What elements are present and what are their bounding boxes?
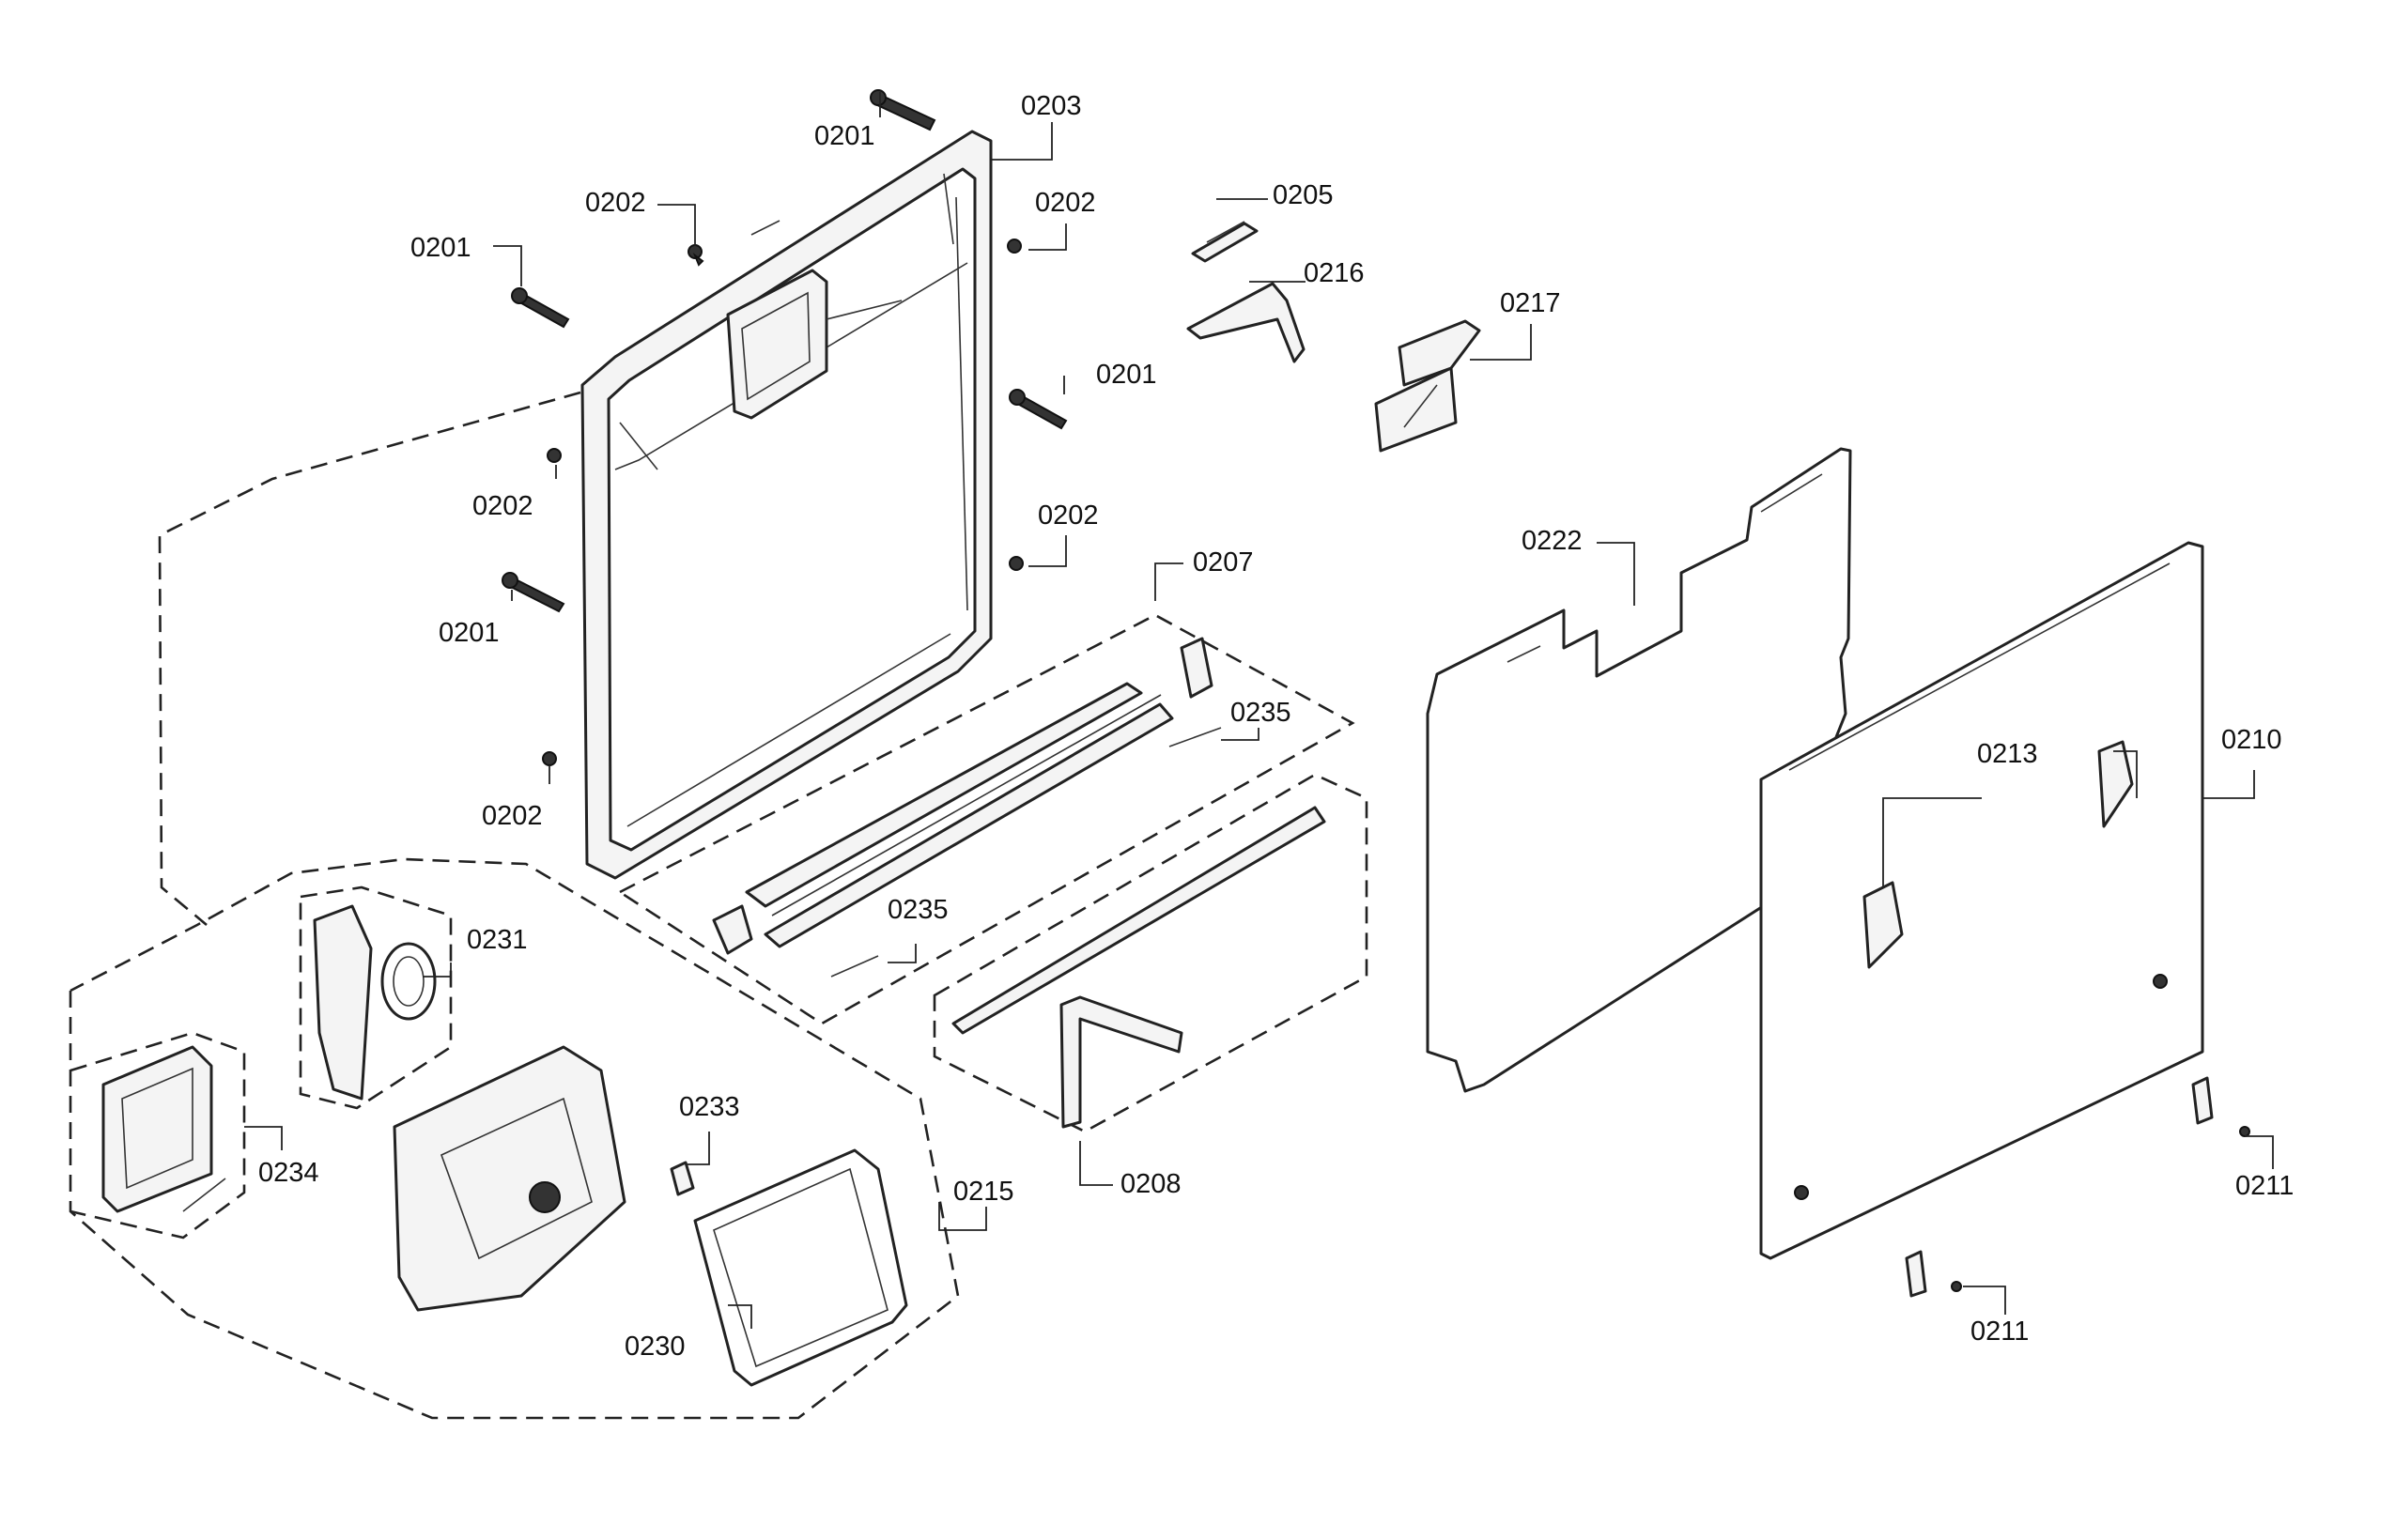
callout-0202-right: 0202 (1035, 188, 1096, 218)
callout-0205: 0205 (1273, 180, 1334, 210)
callout-0208: 0208 (1120, 1169, 1182, 1199)
callout-0211-bottom: 0211 (1970, 1317, 2029, 1347)
outline-0231-group (299, 886, 453, 1110)
callout-0210: 0210 (2221, 725, 2282, 755)
callout-0235-bottom: 0235 (888, 895, 949, 925)
screw-0202-mid[interactable] (1009, 556, 1024, 571)
callout-0211-right: 0211 (2235, 1171, 2294, 1201)
callout-0234: 0234 (258, 1158, 319, 1188)
callout-0217: 0217 (1500, 288, 1561, 318)
callout-labels: 0201 0203 0202 0202 0201 0205 0216 0217 … (258, 91, 2294, 1362)
leader-lines (244, 92, 2274, 1329)
callout-0233: 0233 (679, 1092, 740, 1122)
screw-0201-right[interactable] (1009, 389, 1068, 430)
callout-0202-bottom: 0202 (482, 801, 543, 831)
screw-0201-lower[interactable] (502, 572, 565, 613)
screws (502, 89, 1068, 766)
handle-0231[interactable] (313, 904, 437, 1101)
clip-0211-bottom[interactable] (1905, 1250, 1962, 1298)
callout-0203: 0203 (1021, 91, 1082, 121)
group-outlines (69, 391, 1368, 1420)
part-0216[interactable] (1186, 282, 1306, 363)
hinge-rail-assembly[interactable] (712, 637, 1222, 978)
screw-0201-top[interactable] (870, 89, 936, 131)
screw-0202-bottom[interactable] (542, 751, 557, 766)
clip-0211-right[interactable] (2191, 1076, 2250, 1137)
panel-0222[interactable] (1426, 447, 1852, 1093)
part-0233[interactable] (670, 1161, 695, 1196)
door-inner-frame[interactable] (580, 130, 993, 880)
gasket-0230[interactable] (693, 1148, 908, 1387)
screw-0202-top[interactable] (688, 244, 704, 267)
panel-0210[interactable] (1759, 541, 2204, 1260)
screw-0201-left[interactable] (511, 287, 570, 329)
screw-0202-left[interactable] (547, 448, 562, 463)
callout-0222: 0222 (1522, 526, 1583, 556)
part-0205[interactable] (1191, 221, 1259, 263)
dispenser-housing[interactable] (393, 1045, 626, 1312)
callout-0202-left: 0202 (472, 491, 533, 521)
outline-0234-group (70, 1031, 246, 1240)
hinge-bracket-0208[interactable] (951, 806, 1326, 1129)
outline-0215-group (69, 857, 960, 1420)
part-0217[interactable] (1374, 319, 1481, 453)
callout-0230: 0230 (625, 1332, 686, 1362)
outline-0208-group (933, 773, 1368, 1133)
callout-0207: 0207 (1193, 547, 1254, 578)
callout-0202-mid: 0202 (1038, 500, 1099, 531)
callout-0235-top: 0235 (1230, 698, 1291, 728)
callout-0213: 0213 (1977, 739, 2038, 769)
callout-0201-top: 0201 (814, 121, 875, 151)
callout-0201-right: 0201 (1096, 360, 1157, 390)
callout-0215: 0215 (953, 1177, 1014, 1207)
screw-0202-right[interactable] (1007, 239, 1022, 254)
panel-module-0234[interactable] (101, 1045, 226, 1213)
callout-0201-left: 0201 (410, 233, 471, 263)
door-frame-window (726, 269, 828, 420)
callout-0231: 0231 (467, 925, 528, 955)
outline-0207-group (617, 613, 1355, 1025)
outline-frame-to-panel (158, 391, 581, 926)
clip-0213-upper (2097, 740, 2134, 828)
callout-0201-lower: 0201 (439, 618, 500, 648)
callout-0216: 0216 (1304, 258, 1365, 288)
callout-0202-top: 0202 (585, 188, 646, 218)
